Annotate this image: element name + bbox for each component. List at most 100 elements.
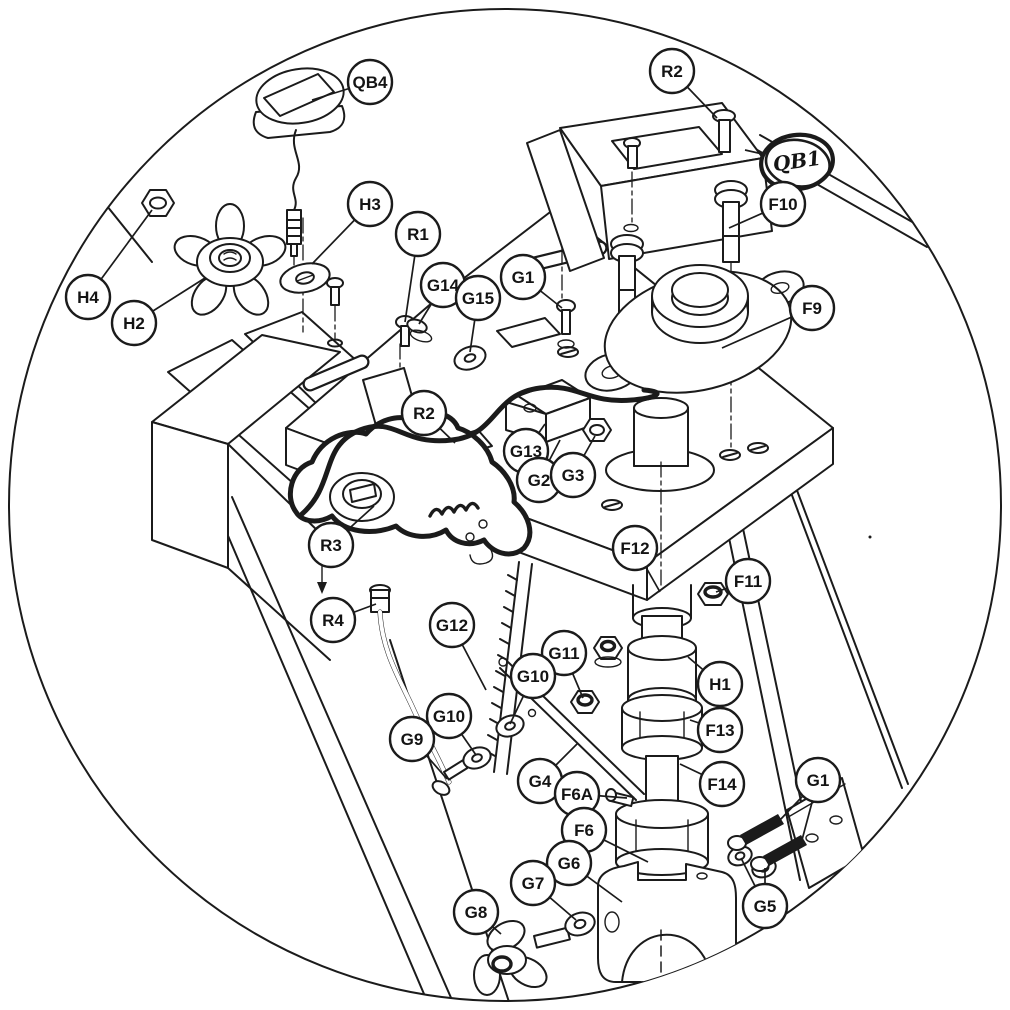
callout-bubble [540, 629, 588, 677]
callout-bubble [509, 652, 557, 700]
circular-detail-boundary [8, 8, 1002, 1002]
callout-f6a: F6A [553, 770, 628, 818]
washer-h3 [279, 262, 331, 294]
callout-bubble [499, 253, 547, 301]
callout-label-g3: G3 [562, 466, 585, 485]
callout-label-g11: G11 [548, 644, 579, 663]
callout-bubble [696, 660, 744, 708]
callout-bubble [545, 839, 593, 887]
callout-f14: F14 [679, 760, 746, 808]
callout-label-h3: H3 [359, 195, 381, 214]
callout-label-h1: H1 [709, 675, 731, 694]
callout-g10-lower: G10 [425, 692, 477, 756]
callout-bubble [394, 210, 442, 258]
callout-g9: G9 [388, 715, 448, 780]
callout-h1: H1 [687, 656, 744, 708]
callout-g12: G12 [428, 601, 487, 691]
set-screw-f6a [605, 788, 635, 808]
callout-bubble [698, 760, 746, 808]
callout-bubble [346, 180, 394, 228]
callout-bubble [724, 557, 772, 605]
callout-bubble [452, 888, 500, 936]
drawing-artwork [8, 8, 1002, 1002]
callout-f12: F12 [611, 524, 661, 593]
callout-label-g1-top: G1 [512, 268, 535, 287]
callout-bubble [794, 756, 842, 804]
callout-label-f11: F11 [734, 572, 762, 591]
callout-g5: G5 [740, 857, 789, 930]
callout-h4: H4 [64, 209, 153, 321]
hose-r4 [369, 584, 452, 785]
screw-g9 [431, 759, 469, 796]
callout-bubble [346, 58, 394, 106]
callout-h3: H3 [311, 180, 394, 265]
callout-h2: H2 [110, 277, 206, 347]
callout-bubble [509, 859, 557, 907]
callout-g10-upper: G10 [509, 652, 557, 725]
callout-bubble [425, 692, 473, 740]
callout-label-g13: G13 [510, 442, 542, 461]
clamp-knob-g8 [473, 911, 596, 996]
callout-g3: G3 [549, 435, 597, 499]
lever-spring [428, 501, 480, 518]
screw-g14 [406, 318, 433, 343]
callout-label-h4: H4 [77, 288, 99, 307]
callout-label-r2-mid: R2 [413, 404, 435, 423]
callout-bubble [400, 389, 448, 437]
star-knob-h2 [173, 203, 287, 316]
callout-label-g5: G5 [754, 897, 777, 916]
callout-g11: G11 [540, 629, 588, 699]
clamp-body-g6 [597, 861, 737, 983]
callout-label-h2: H2 [123, 314, 145, 333]
callout-r1: R1 [394, 210, 442, 323]
callout-label-f12: F12 [620, 539, 649, 558]
low-left-hardware [431, 636, 623, 796]
callout-label-g8: G8 [465, 903, 488, 922]
callout-label-g7: G7 [522, 874, 545, 893]
callout-label-f13: F13 [705, 721, 734, 740]
callout-label-g4: G4 [529, 772, 552, 791]
screw-g1-top [556, 299, 576, 349]
callout-bubble [788, 284, 836, 332]
callout-bubble [611, 524, 659, 572]
callout-r2-mid: R2 [400, 389, 456, 444]
callout-g7: G7 [509, 859, 577, 921]
hex-nut-f11 [697, 582, 729, 606]
coupler-h1 [627, 635, 697, 713]
callout-bubble [696, 706, 744, 754]
top-bolts [610, 109, 748, 353]
callout-label-g15: G15 [462, 289, 494, 308]
callout-bubble [741, 882, 789, 930]
callout-label-f10: F10 [768, 195, 797, 214]
hex-nut-h4 [141, 189, 175, 217]
callout-label-r4: R4 [322, 611, 344, 630]
callout-g14: G14 [418, 261, 467, 325]
callout-label-f14: F14 [707, 775, 737, 794]
callout-label-f9: F9 [802, 299, 822, 318]
washer-g10-lower [462, 746, 492, 770]
callout-label-r2-top: R2 [661, 62, 683, 81]
callout-label-f6: F6 [574, 821, 594, 840]
callout-label-r1: R1 [407, 225, 429, 244]
wire-harness [299, 384, 660, 517]
callout-label-g9: G9 [401, 730, 424, 749]
callout-qb4: QB4 [311, 58, 394, 106]
flange-bearing-f9 [584, 264, 805, 394]
hex-nut-with-washer [593, 636, 623, 668]
callout-r4: R4 [309, 596, 377, 644]
callout-g6: G6 [545, 839, 623, 903]
callout-g2: G2 [515, 439, 563, 504]
callout-bubble [307, 521, 355, 569]
hex-nut-g3 [582, 418, 612, 442]
callout-r2-top: R2 [648, 47, 718, 119]
callout-label-qb4: QB4 [353, 73, 389, 92]
callout-f13: F13 [689, 706, 744, 754]
callout-label-g2: G2 [528, 471, 551, 490]
callout-bubble [110, 299, 158, 347]
bolt-f10-right [714, 180, 748, 263]
callout-label-g10-upper: G10 [517, 667, 549, 686]
callout-bubble [428, 601, 476, 649]
callout-bubble [64, 273, 112, 321]
